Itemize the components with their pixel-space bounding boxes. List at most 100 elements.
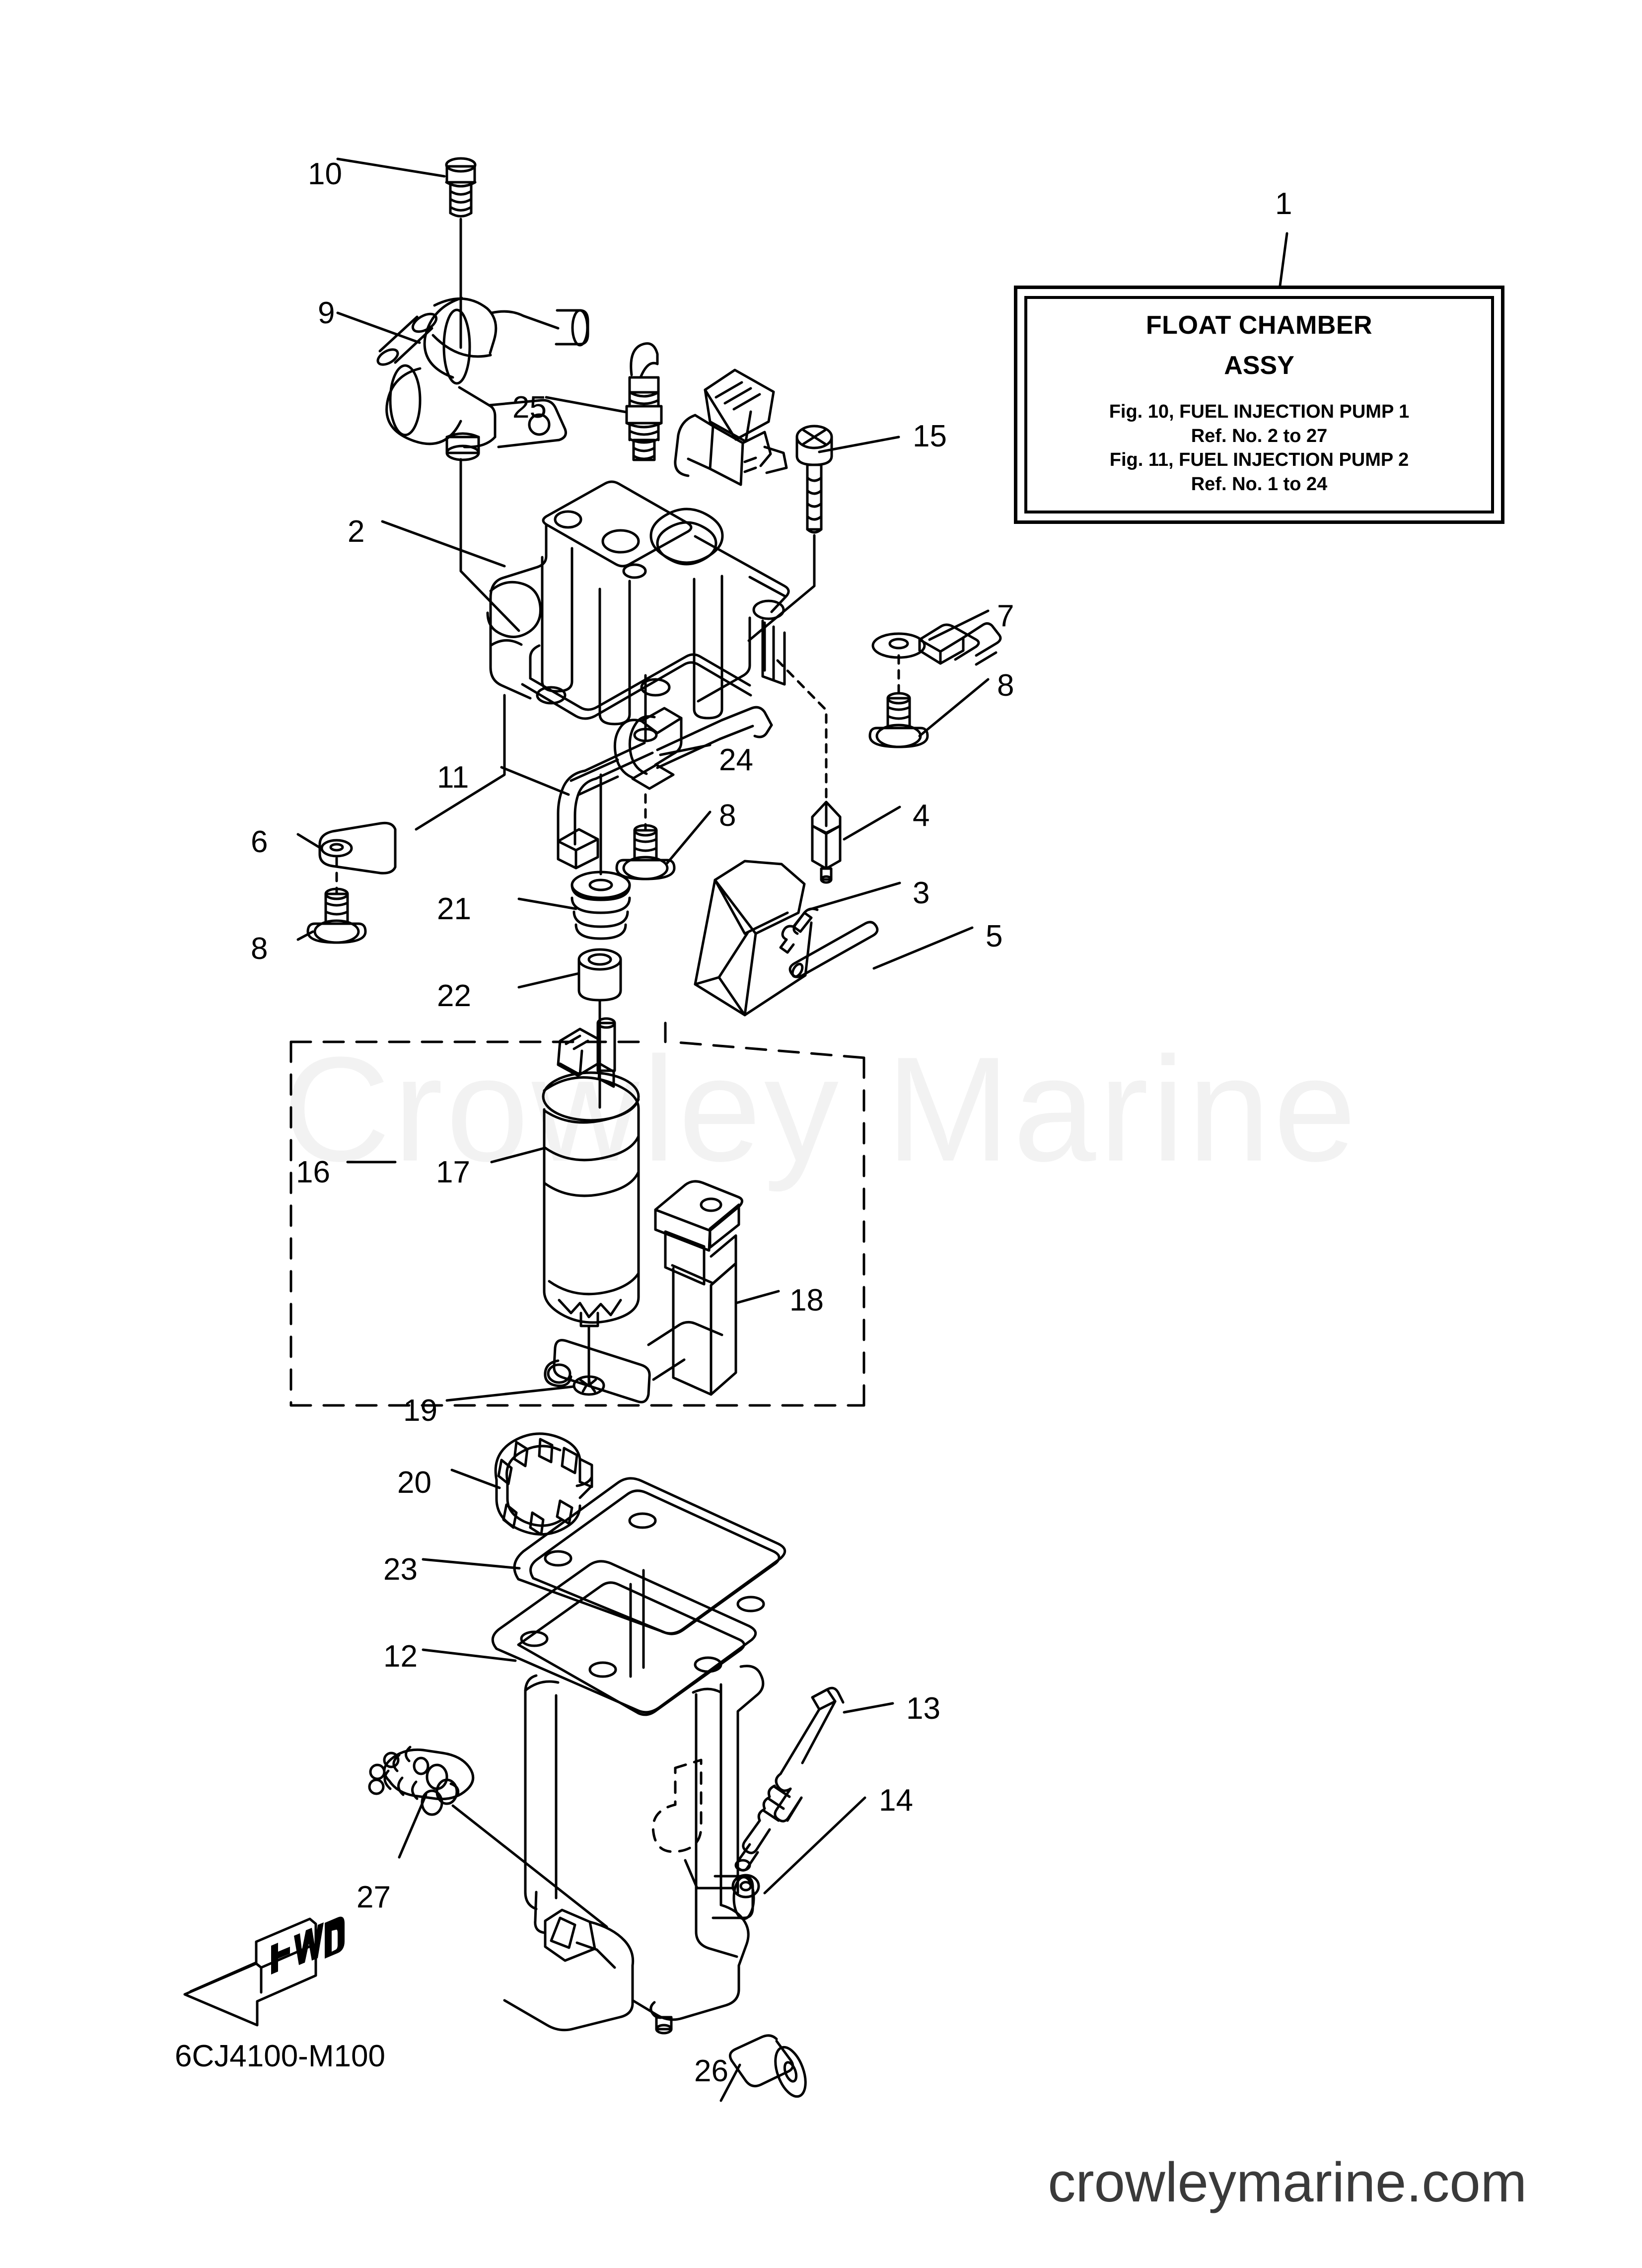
drawing-part-number: 6CJ4100-M100 xyxy=(175,2039,385,2073)
leader-26 xyxy=(719,2063,741,2102)
info-box-line-2: Ref. No. 2 to 27 xyxy=(1191,425,1328,446)
callout-screw-small-mid-8[interactable]: 8 xyxy=(719,799,736,833)
callout-screw-15[interactable]: 15 xyxy=(913,419,947,453)
part-fuel-pump-17 xyxy=(542,1017,640,1327)
callout-collar-22[interactable]: 22 xyxy=(437,979,471,1013)
axis-9 xyxy=(459,458,520,632)
callout-gasket-23[interactable]: 23 xyxy=(383,1552,418,1587)
fwd-arrow-text xyxy=(271,1916,345,1975)
part-pump-bracket-18 xyxy=(544,1180,743,1403)
leader-27 xyxy=(398,1793,428,1859)
part-chamber-body-12 xyxy=(491,1560,765,2035)
callout-float-3[interactable]: 3 xyxy=(913,876,930,910)
leader-2 xyxy=(381,520,506,568)
part-grommet-21 xyxy=(571,871,631,940)
float-chamber-info-box: FLOAT CHAMBER ASSY Fig. 10, FUEL INJECTI… xyxy=(1014,286,1504,524)
leader-8-left xyxy=(296,930,314,941)
leader-11 xyxy=(500,766,570,796)
part-oring-14 xyxy=(731,1874,760,1899)
part-screw-8-mid xyxy=(615,824,676,880)
fwd-arrow-icon xyxy=(183,1917,317,2027)
axis-15 xyxy=(747,534,816,642)
leader-8-right xyxy=(918,678,990,737)
leader-20 xyxy=(450,1468,501,1489)
part-cable-holder-7 xyxy=(871,622,1002,666)
part-hose-clamp-24 xyxy=(570,706,773,796)
callout-pump-bracket-18[interactable]: 18 xyxy=(789,1283,824,1317)
part-float-3 xyxy=(694,860,813,1017)
leader-9 xyxy=(336,311,421,344)
axis-27 xyxy=(451,1804,608,1928)
part-screw-8-right xyxy=(868,692,929,748)
part-screw-8-left xyxy=(306,887,367,944)
part-retainer-clip-20 xyxy=(494,1432,593,1536)
info-box-reference-lines: Fig. 10, FUEL INJECTION PUMP 1 Ref. No. … xyxy=(1109,400,1410,497)
callout-ref-1[interactable]: 1 xyxy=(1275,187,1292,221)
callout-bolt-10[interactable]: 10 xyxy=(308,157,342,191)
leader-5 xyxy=(872,926,974,970)
callout-hose-fitting-25[interactable]: 25 xyxy=(512,390,547,425)
axis-14 xyxy=(684,1859,736,1890)
leader-13 xyxy=(843,1702,894,1714)
part-filter-13 xyxy=(734,1686,845,1872)
leader-10 xyxy=(336,157,446,178)
leader-14 xyxy=(763,1796,866,1895)
leader-7 xyxy=(928,609,990,641)
callout-screw-small-left-8[interactable]: 8 xyxy=(251,932,268,966)
leader-19 xyxy=(445,1385,575,1402)
part-needle-valve-4 xyxy=(811,801,842,884)
callout-retainer-clip-20[interactable]: 20 xyxy=(397,1465,431,1500)
callout-float-chamber-body-12[interactable]: 12 xyxy=(383,1639,418,1674)
part-connector-27 xyxy=(368,1746,475,1816)
info-box-line-4: Ref. No. 1 to 24 xyxy=(1191,474,1328,495)
callout-wire-connector-27[interactable]: 27 xyxy=(357,1880,391,1914)
callout-float-pin-5[interactable]: 5 xyxy=(986,919,1003,953)
part-pump-housing-2 xyxy=(486,480,790,726)
leader-12 xyxy=(422,1648,517,1662)
part-drain-plug-26 xyxy=(728,2034,807,2098)
callout-clip-19[interactable]: 19 xyxy=(403,1393,437,1428)
part-collar-22 xyxy=(577,948,622,1002)
part-assy-boundary-16 xyxy=(289,1022,865,1407)
leader-22 xyxy=(517,972,580,989)
part-plate-6 xyxy=(318,821,397,875)
callout-retaining-plate-6[interactable]: 6 xyxy=(251,825,268,859)
part-fitting-25 xyxy=(625,342,663,461)
callout-o-ring-14[interactable]: 14 xyxy=(879,1783,913,1818)
callout-pump-housing-2[interactable]: 2 xyxy=(348,514,365,549)
callout-drain-plug-26[interactable]: 26 xyxy=(694,2054,728,2088)
part-gasket-23 xyxy=(513,1477,786,1635)
axis-2 xyxy=(415,694,506,831)
callout-fuel-pump-17[interactable]: 17 xyxy=(436,1155,470,1189)
leader-8-mid xyxy=(665,810,712,866)
callout-fuel-hose-11[interactable]: 11 xyxy=(437,760,469,795)
leader-1 xyxy=(1279,232,1288,287)
part-connector-top xyxy=(674,368,788,486)
callout-grommet-21[interactable]: 21 xyxy=(437,892,471,926)
info-box-subtitle: ASSY xyxy=(1224,351,1294,380)
leader-23 xyxy=(422,1558,521,1570)
callout-pressure-regulator-9[interactable]: 9 xyxy=(318,296,335,330)
leader-21 xyxy=(517,897,577,910)
part-float-pin-5 xyxy=(779,907,879,978)
info-box-line-3: Fig. 11, FUEL INJECTION PUMP 2 xyxy=(1109,449,1409,471)
callout-hose-clamp-24[interactable]: 24 xyxy=(719,743,753,777)
part-regulator-9 xyxy=(376,296,589,461)
part-bolt-10 xyxy=(445,157,477,218)
callout-fuel-pump-assy-16[interactable]: 16 xyxy=(296,1155,330,1189)
leader-3 xyxy=(807,881,901,911)
info-box-inner-border: FLOAT CHAMBER ASSY Fig. 10, FUEL INJECTI… xyxy=(1024,296,1494,513)
leader-15 xyxy=(818,436,900,453)
callout-screw-small-right-8[interactable]: 8 xyxy=(997,668,1014,703)
part-fuel-hose-11 xyxy=(557,741,654,870)
part-clip-19 xyxy=(572,1375,605,1396)
callout-needle-valve-4[interactable]: 4 xyxy=(913,799,930,833)
callout-cable-holder-7[interactable]: 7 xyxy=(997,599,1014,633)
leader-25 xyxy=(545,396,628,414)
info-box-title: FLOAT CHAMBER xyxy=(1145,311,1373,340)
callout-filter-13[interactable]: 13 xyxy=(906,1691,940,1726)
site-footer: crowleymarine.com xyxy=(1048,2151,1527,2213)
leader-24 xyxy=(659,743,712,756)
